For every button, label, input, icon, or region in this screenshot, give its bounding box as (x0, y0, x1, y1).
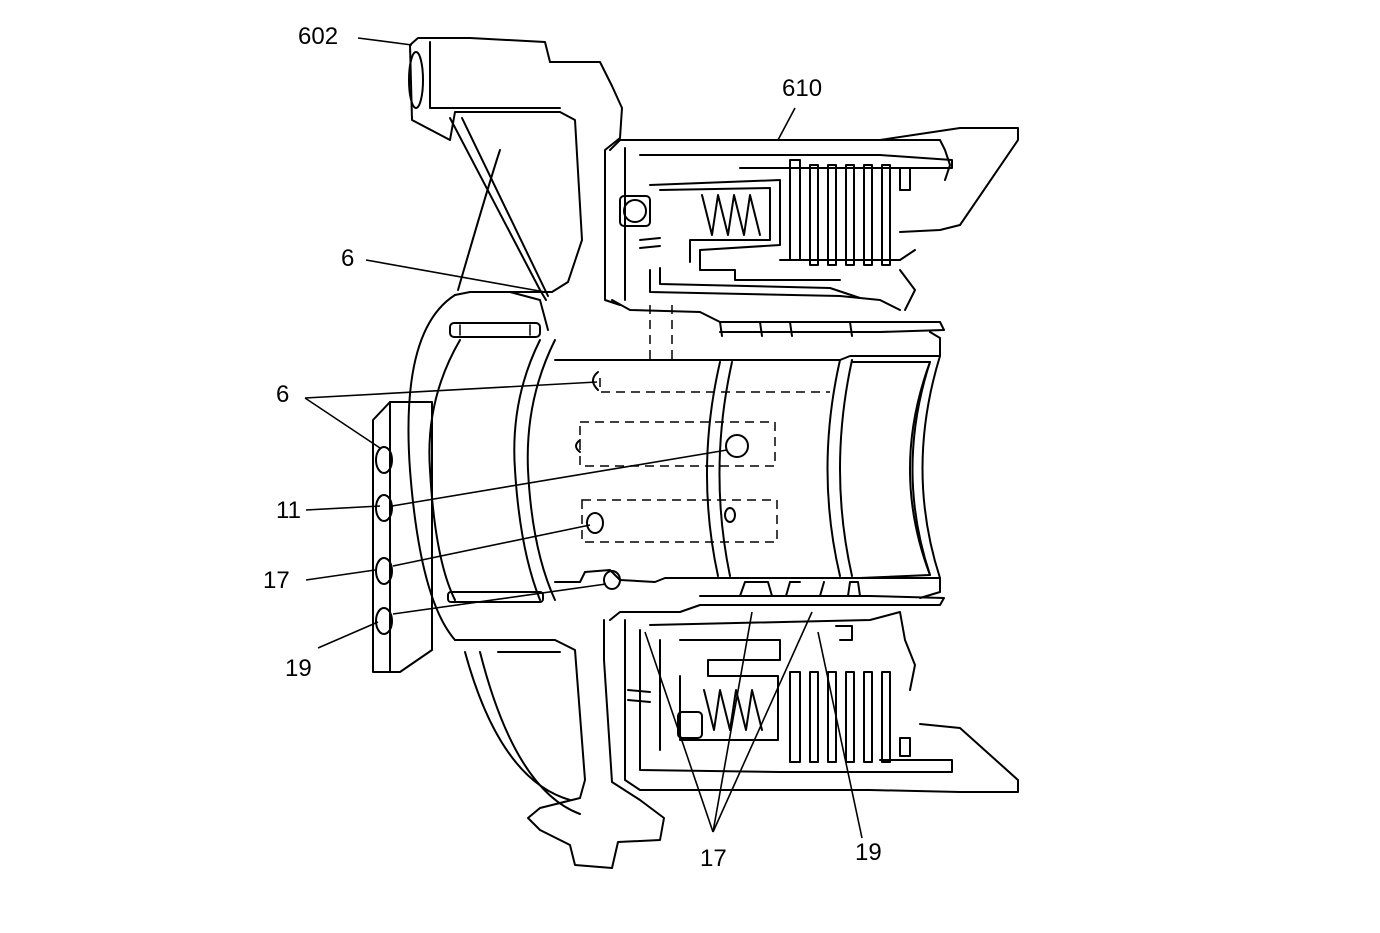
leader-19-to-hole (392, 583, 607, 615)
leader-lines (304, 37, 863, 839)
feed-hole (725, 434, 749, 458)
port-hole (375, 557, 393, 585)
leader-6-left-a (304, 397, 381, 449)
leader-17-bottom-a (644, 631, 714, 833)
upper-clutch-assembly (609, 127, 1019, 337)
leader-17-bottom-b (712, 611, 753, 833)
leader-11 (305, 505, 381, 511)
lower-clutch-assembly (609, 581, 1019, 793)
callout-19-left: 19 (285, 655, 312, 682)
leader-610 (777, 107, 796, 141)
callout-17-left: 17 (263, 567, 290, 594)
support-housing (408, 37, 665, 869)
leader-6-left-b (304, 381, 598, 399)
feed-hole (586, 512, 604, 534)
callout-610: 610 (782, 75, 822, 102)
leader-19-left (317, 621, 379, 649)
callout-6-left: 6 (276, 381, 289, 408)
leader-17-left (305, 569, 376, 581)
leader-602 (357, 37, 413, 46)
leader-17-bottom-c (712, 611, 813, 833)
leader-11-to-hole (391, 449, 728, 507)
leader-17-to-hole (392, 524, 591, 567)
callout-17-bottom: 17 (700, 845, 727, 872)
callout-labels: 602 610 6 6 11 17 19 17 19 (263, 23, 882, 872)
port-hole (375, 446, 393, 474)
port-hole (375, 607, 393, 635)
ring-drum (407, 291, 556, 641)
flange-block (372, 401, 433, 673)
callout-11: 11 (276, 497, 301, 524)
leader-19-bottom (817, 631, 863, 839)
callout-6-top: 6 (341, 245, 354, 272)
callout-19-bottom: 19 (855, 839, 882, 866)
callout-602: 602 (298, 23, 338, 50)
leader-6-top (365, 259, 546, 293)
shaft-hub (554, 305, 941, 599)
port-hole (375, 494, 393, 522)
feed-hole (603, 570, 621, 590)
feed-hole (724, 507, 736, 523)
